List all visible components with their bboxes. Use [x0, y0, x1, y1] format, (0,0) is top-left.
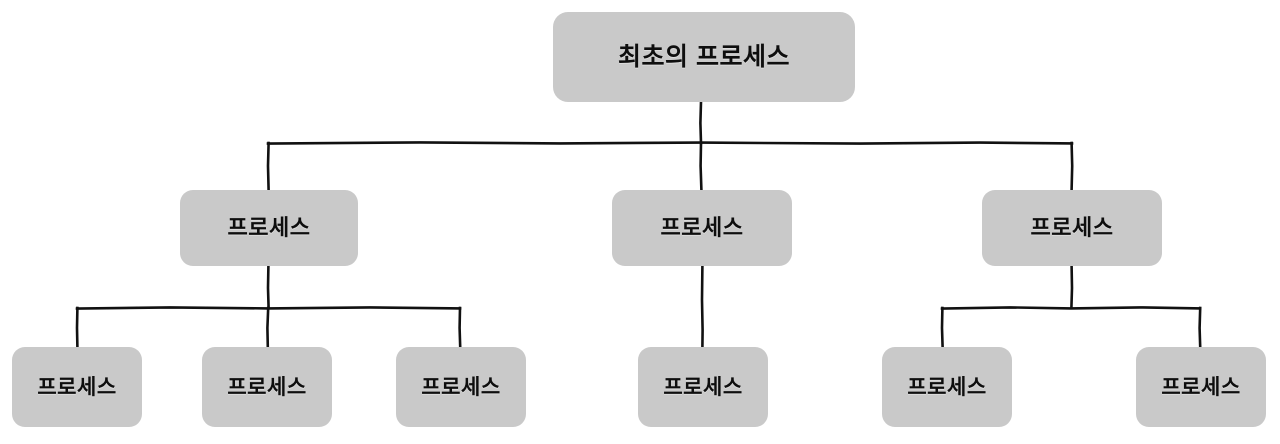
node-level3-2[interactable]: 프로세스: [396, 347, 526, 427]
connector-right-bus: [940, 306, 1202, 310]
connector-right-bus-to-leaf4: [940, 306, 944, 349]
node-level3-1[interactable]: 프로세스: [202, 347, 332, 427]
node-level3-2-label: 프로세스: [421, 375, 501, 399]
node-level3-4-label: 프로세스: [907, 375, 987, 399]
connector-top-bus: [266, 141, 1074, 145]
connector-right-bus-to-leaf5: [1198, 306, 1202, 349]
node-level2-1[interactable]: 프로세스: [612, 190, 792, 266]
node-level3-3[interactable]: 프로세스: [638, 347, 768, 427]
node-root-label: 최초의 프로세스: [618, 42, 790, 71]
connector-bus-to-mid0: [266, 141, 270, 192]
connector-left-bus-to-leaf1: [266, 306, 270, 349]
node-level2-1-label: 프로세스: [660, 215, 744, 240]
connector-root-to-mid1: [699, 141, 703, 192]
connector-bus-to-mid2: [1070, 141, 1074, 192]
connector-mid1-to-leaf3: [700, 264, 704, 349]
node-level2-2[interactable]: 프로세스: [982, 190, 1162, 266]
connector-mid0-stem: [266, 264, 270, 310]
connector-left-bus-to-leaf2: [458, 306, 462, 349]
connector-root-stem: [699, 100, 703, 145]
node-root-process[interactable]: 최초의 프로세스: [553, 12, 855, 102]
node-level3-0[interactable]: 프로세스: [12, 347, 142, 427]
connector-left-bus: [75, 306, 462, 310]
node-level3-5[interactable]: 프로세스: [1136, 347, 1266, 427]
node-level3-3-label: 프로세스: [663, 375, 743, 399]
node-level2-2-label: 프로세스: [1030, 215, 1114, 240]
node-level3-0-label: 프로세스: [37, 375, 117, 399]
node-level3-5-label: 프로세스: [1161, 375, 1241, 399]
connector-mid2-stem: [1070, 264, 1074, 310]
node-level2-0-label: 프로세스: [227, 215, 311, 240]
node-level3-1-label: 프로세스: [227, 375, 307, 399]
node-level2-0[interactable]: 프로세스: [180, 190, 358, 266]
node-level3-4[interactable]: 프로세스: [882, 347, 1012, 427]
